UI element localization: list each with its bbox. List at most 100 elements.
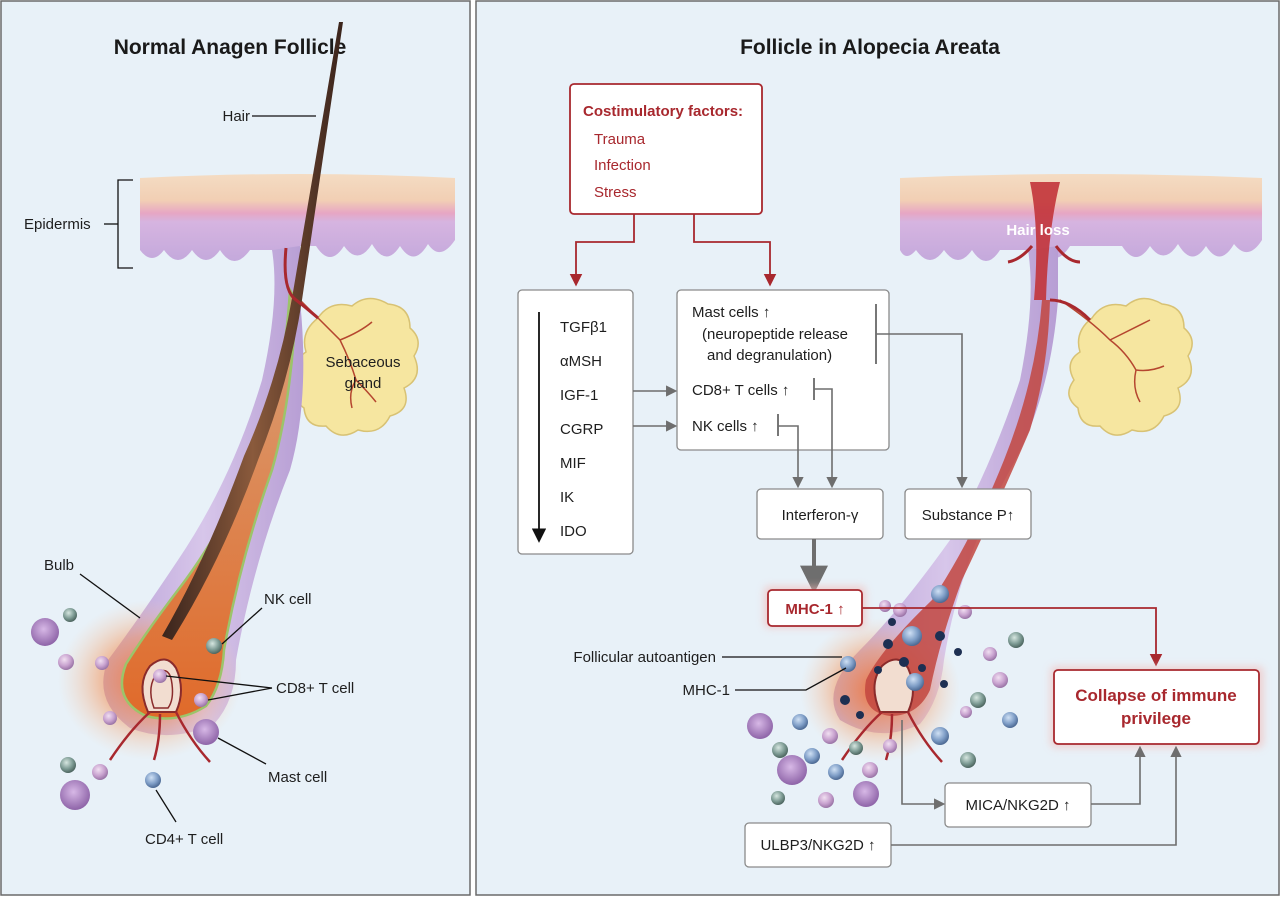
costim-item-trauma: Trauma xyxy=(594,131,646,148)
cd8-cells-label: CD8+ T cells ↑ xyxy=(692,382,789,399)
cd8-cell xyxy=(828,764,844,780)
mast-cell-label: Mast cell xyxy=(268,769,327,786)
ulbp3-to-collapse-arrow xyxy=(891,745,1182,846)
dermal-papilla-affected xyxy=(873,658,914,713)
mast-cells-line-2: (neuropeptide release xyxy=(702,326,848,343)
cd8-cell xyxy=(992,672,1008,688)
hair-label: Hair xyxy=(222,108,250,125)
nk-cell xyxy=(206,638,222,654)
mhc1-box: MHC-1 ↑ xyxy=(764,586,866,628)
follicle-to-mica-arrow xyxy=(901,720,946,810)
interferon-label: Interferon-γ xyxy=(782,507,859,524)
mast-cell xyxy=(60,780,90,810)
mica-label: MICA/NKG2D ↑ xyxy=(965,797,1070,814)
sebaceous-label-2: gland xyxy=(345,375,382,392)
nk-cell xyxy=(1008,632,1024,648)
costim-to-factors-arrow xyxy=(569,214,635,287)
cd4-cell xyxy=(145,772,161,788)
nk-cell-label: NK cell xyxy=(264,591,312,608)
left-panel xyxy=(0,0,471,896)
nk-to-interferon-arrow xyxy=(778,425,804,489)
factor-mif: MIF xyxy=(560,455,586,472)
cd8-cell xyxy=(906,673,924,691)
right-panel-title: Follicle in Alopecia Areata xyxy=(740,36,1000,59)
hair-loss-label: Hair loss xyxy=(1006,222,1069,239)
cd8-cell xyxy=(792,714,808,730)
mast-cells-line-1: Mast cells ↑ xyxy=(692,304,770,321)
costim-heading: Costimulatory factors: xyxy=(583,103,743,120)
mhc-to-collapse-arrow xyxy=(862,607,1163,667)
right-immune-cells xyxy=(747,585,1024,808)
substance-p-label: Substance P↑ xyxy=(922,507,1015,524)
nk-cell xyxy=(771,791,785,805)
autoantigen-dots xyxy=(840,618,962,719)
cd8-cell xyxy=(153,669,167,683)
immune-privilege-factors-box: TGFβ1 αMSH IGF-1 CGRP MIF IK IDO xyxy=(517,289,634,555)
mast-cell xyxy=(193,719,219,745)
nk-cell xyxy=(63,608,77,622)
cd8-cell xyxy=(983,647,997,661)
cd8-cell xyxy=(194,693,208,707)
collapse-line-1: Collapse of immune xyxy=(1075,686,1237,705)
cd8-cell xyxy=(960,706,972,718)
mhc1-box-label: MHC-1 ↑ xyxy=(785,601,844,618)
collapse-line-2: privilege xyxy=(1121,709,1191,728)
substance-p-box: Substance P↑ xyxy=(904,488,1032,540)
nk-cells-label: NK cells ↑ xyxy=(692,418,759,435)
cd8-to-interferon-arrow xyxy=(814,388,838,489)
cd8-cell xyxy=(103,711,117,725)
mica-nkg2d-box: MICA/NKG2D ↑ xyxy=(944,782,1092,828)
ulbp3-label: ULBP3/NKG2D ↑ xyxy=(760,837,875,854)
cd8-cell xyxy=(931,585,949,603)
sebaceous-gland-affected xyxy=(1068,297,1193,436)
cd8-cell xyxy=(804,748,820,764)
factor-ido: IDO xyxy=(560,523,587,540)
nk-cell xyxy=(960,752,976,768)
mica-to-collapse-arrow xyxy=(1091,745,1146,805)
mast-cell xyxy=(747,713,773,739)
cd8-cell xyxy=(862,762,878,778)
factor-igf1: IGF-1 xyxy=(560,387,598,404)
epidermis-layer-affected xyxy=(900,174,1262,261)
autoantigen-label: Follicular autoantigen xyxy=(573,649,716,666)
nk-cell xyxy=(772,742,788,758)
epidermis-layer xyxy=(140,174,455,261)
normal-follicle-illustration xyxy=(58,22,455,763)
nk-cell xyxy=(849,741,863,755)
hair-loss-column xyxy=(1030,182,1060,300)
alopecia-follicle-illustration xyxy=(800,174,1262,763)
sebaceous-label-1: Sebaceous xyxy=(325,354,400,371)
cd8-cell xyxy=(893,603,907,617)
mast-to-substance-p-arrow xyxy=(876,333,968,489)
cd8-cell xyxy=(58,654,74,670)
cd8-cell xyxy=(902,626,922,646)
dermal-papilla xyxy=(141,658,182,713)
bulb-label: Bulb xyxy=(44,557,74,574)
cd8-cell xyxy=(95,656,109,670)
left-leader-lines xyxy=(79,115,316,823)
collapse-immune-privilege-box: Collapse of immune privilege xyxy=(1050,666,1264,748)
mast-cell xyxy=(31,618,59,646)
mhc1-label: MHC-1 xyxy=(683,682,731,699)
cd8-cell-label: CD8+ T cell xyxy=(276,680,354,697)
costim-to-cells-arrow xyxy=(693,214,777,287)
mast-cells-line-3: and degranulation) xyxy=(707,347,832,364)
left-panel-title: Normal Anagen Follicle xyxy=(114,36,347,59)
cd8-cell xyxy=(931,727,949,745)
ulbp3-nkg2d-box: ULBP3/NKG2D ↑ xyxy=(744,822,892,868)
mast-cell xyxy=(777,755,807,785)
nk-cell xyxy=(60,757,76,773)
right-leader-lines xyxy=(722,656,847,691)
immune-cells-box: Mast cells ↑ (neuropeptide release and d… xyxy=(676,289,890,451)
cd4-cell-label: CD4+ T cell xyxy=(145,831,223,848)
mast-cell xyxy=(853,781,879,807)
factor-cgrp: CGRP xyxy=(560,421,603,438)
nk-cell xyxy=(970,692,986,708)
left-immune-cells xyxy=(31,608,222,810)
factor-tgfb1: TGFβ1 xyxy=(560,319,607,336)
cd8-cell xyxy=(883,739,897,753)
cd8-cell xyxy=(840,656,856,672)
cd8-cell xyxy=(92,764,108,780)
